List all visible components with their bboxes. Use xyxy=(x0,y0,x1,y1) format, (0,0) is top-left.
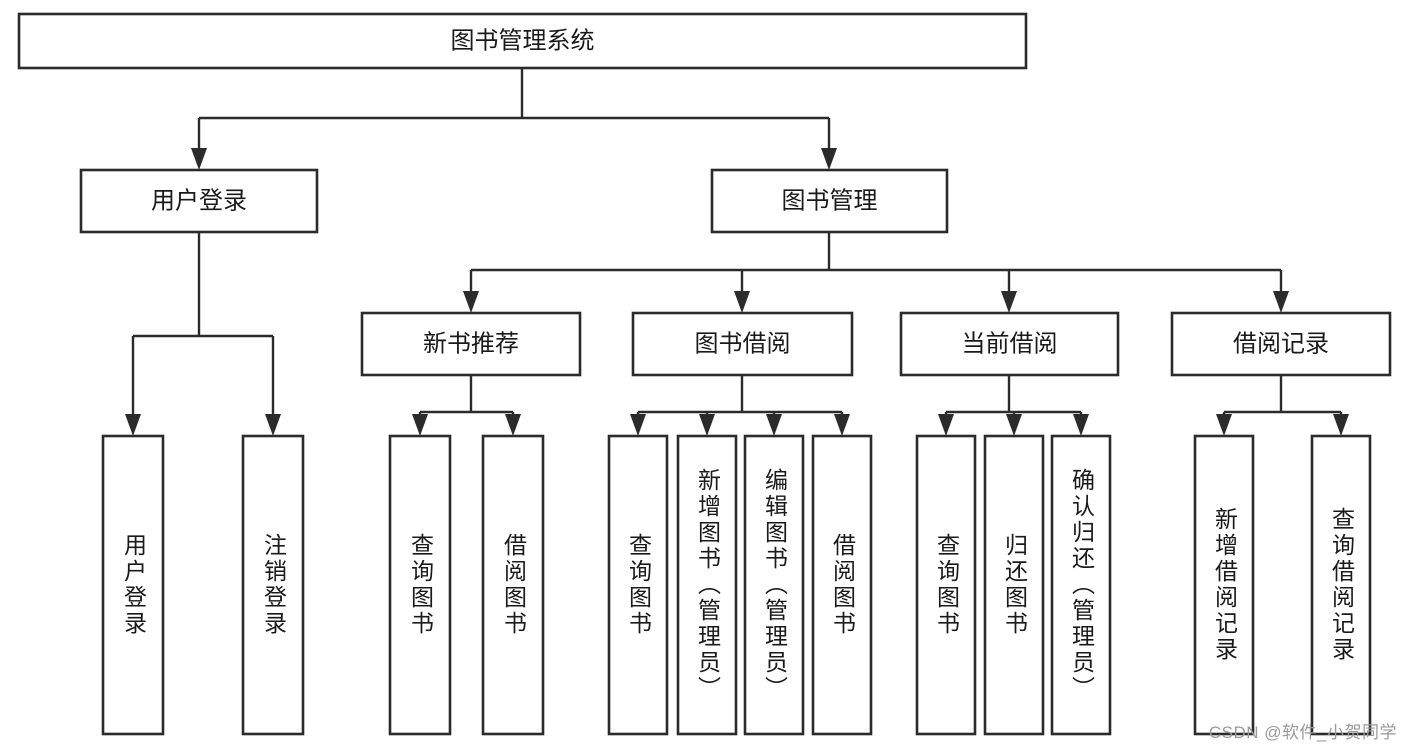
user-login-drop-1-arrowhead xyxy=(265,414,281,436)
book-borrow-drop-1-arrowhead xyxy=(699,414,715,436)
level2-node-label: 用户登录 xyxy=(151,187,247,214)
level3-node-current-borrow[interactable]: 当前借阅 xyxy=(899,311,1120,377)
book-borrow-drop-2-arrowhead xyxy=(766,414,782,436)
level2-node-label: 图书管理 xyxy=(782,187,878,214)
level3-node-label: 当前借阅 xyxy=(962,330,1058,357)
current-borrow-drop-2-arrowhead xyxy=(1073,414,1089,436)
current-borrow-drop-1-arrowhead xyxy=(1006,414,1022,436)
root-node-box[interactable] xyxy=(17,12,1028,70)
root-drop-0-arrowhead xyxy=(191,148,207,170)
leaf-node-leaf-user-login[interactable] xyxy=(101,434,165,736)
leaf-node-leaf-query-book-3[interactable] xyxy=(915,434,977,736)
borrow-record-drop-1-arrowhead xyxy=(1333,414,1349,436)
new-book-recommend-drop-0-arrowhead xyxy=(412,414,428,436)
level2-node-user-login[interactable]: 用户登录 xyxy=(79,168,319,234)
level3-node-box[interactable] xyxy=(899,311,1120,377)
level3-node-new-book-recommend[interactable]: 新书推荐 xyxy=(360,311,582,377)
level2-node-box[interactable] xyxy=(79,168,319,234)
book-mgmt-drop-2-arrowhead xyxy=(1001,291,1017,313)
leaf-node-leaf-borrow-book-2[interactable] xyxy=(811,434,873,736)
level3-node-label: 图书借阅 xyxy=(695,330,791,357)
leaf-node-leaf-borrow-book-1[interactable] xyxy=(481,434,545,736)
leaf-node-leaf-add-record[interactable] xyxy=(1193,434,1255,736)
level2-node-book-management[interactable]: 图书管理 xyxy=(710,168,949,234)
level3-node-label: 借阅记录 xyxy=(1233,330,1329,357)
connector-layer xyxy=(125,68,1349,436)
leaf-node-leaf-user-logout[interactable] xyxy=(241,434,305,736)
level3-node-box[interactable] xyxy=(631,311,854,377)
level3-node-box[interactable] xyxy=(360,311,582,377)
leaf-node-leaf-add-book[interactable] xyxy=(676,434,738,736)
level3-node-borrow-record[interactable]: 借阅记录 xyxy=(1170,311,1392,377)
book-borrow-drop-3-arrowhead xyxy=(834,414,850,436)
root-node-label: 图书管理系统 xyxy=(451,27,595,54)
leaf-node-leaf-confirm-return[interactable] xyxy=(1050,434,1112,736)
user-login-drop-0-arrowhead xyxy=(125,414,141,436)
watermark: CSDN @软件_小贺同学 xyxy=(1208,723,1397,742)
book-borrow-drop-0-arrowhead xyxy=(630,414,646,436)
leaf-node-leaf-return-book[interactable] xyxy=(983,434,1045,736)
new-book-recommend-drop-1-arrowhead xyxy=(505,414,521,436)
current-borrow-drop-0-arrowhead xyxy=(938,414,954,436)
level2-node-box[interactable] xyxy=(710,168,949,234)
level3-node-box[interactable] xyxy=(1170,311,1392,377)
root-node-root[interactable]: 图书管理系统 xyxy=(17,12,1028,70)
book-mgmt-drop-1-arrowhead xyxy=(734,291,750,313)
book-mgmt-drop-0-arrowhead xyxy=(463,291,479,313)
level3-node-label: 新书推荐 xyxy=(423,330,519,357)
level3-node-book-borrow[interactable]: 图书借阅 xyxy=(631,311,854,377)
leaf-node-leaf-query-record[interactable] xyxy=(1310,434,1372,736)
root-drop-1-arrowhead xyxy=(821,148,837,170)
book-mgmt-drop-3-arrowhead xyxy=(1273,291,1289,313)
borrow-record-drop-0-arrowhead xyxy=(1216,414,1232,436)
leaf-node-leaf-edit-book[interactable] xyxy=(743,434,805,736)
leaf-node-leaf-query-book-1[interactable] xyxy=(388,434,452,736)
leaf-node-leaf-query-book-2[interactable] xyxy=(607,434,669,736)
